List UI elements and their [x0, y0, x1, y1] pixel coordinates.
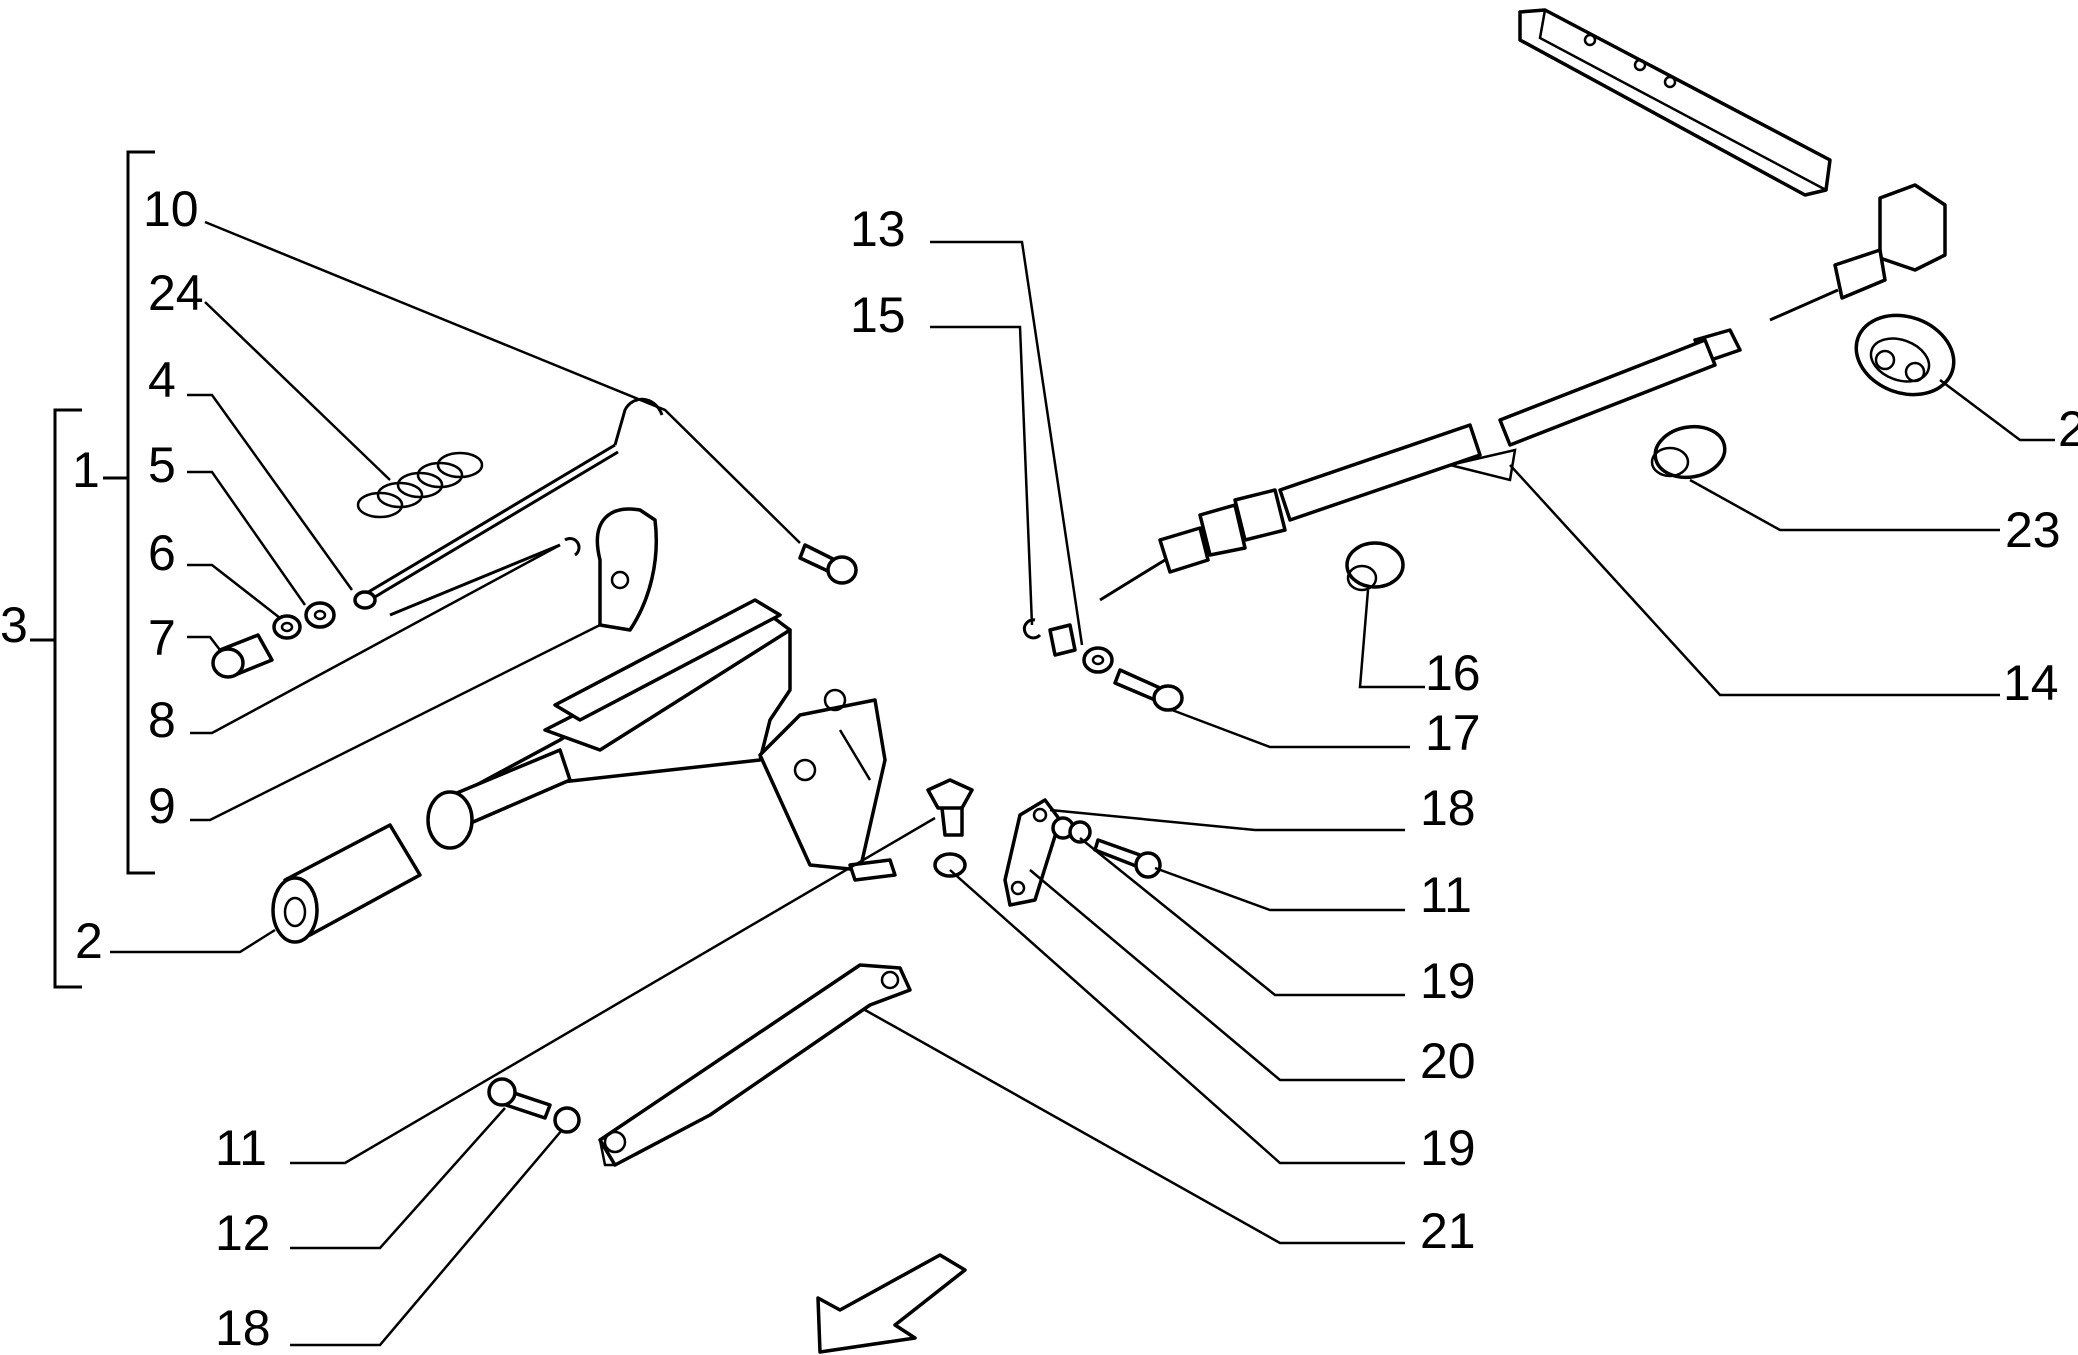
plate-21: [598, 963, 912, 1167]
callout-20: 20: [1420, 1033, 1476, 1089]
washer-6: [272, 614, 302, 640]
clip-15: [1022, 618, 1042, 640]
callout-15: 15: [850, 287, 906, 343]
callout-18b: 18: [215, 1300, 271, 1355]
callout-3: 3: [0, 597, 28, 653]
spring-24: [356, 451, 484, 519]
bracket-plate: [1518, 8, 1832, 197]
callout-11b: 11: [215, 1120, 267, 1176]
direction-arrow-icon: [816, 1253, 967, 1354]
callout-13: 13: [850, 201, 906, 257]
callout-17: 17: [1425, 705, 1481, 761]
callout-22: 22: [2058, 401, 2078, 457]
wire-8: [389, 537, 581, 617]
washer-upper: [933, 852, 967, 878]
bolt-11-upper: [926, 778, 974, 837]
callout-10: 10: [143, 181, 199, 237]
callout-24: 24: [148, 265, 204, 321]
leader-lines: [110, 220, 2055, 1347]
washer-lower: [553, 1106, 581, 1134]
callout-16: 16: [1425, 645, 1481, 701]
callout-9: 9: [148, 778, 176, 834]
callout-5: 5: [148, 437, 176, 493]
callout-19b: 19: [1420, 1120, 1476, 1176]
callout-18a: 18: [1420, 780, 1476, 836]
callout-21: 21: [1420, 1203, 1476, 1259]
brake-cable: [1048, 183, 1947, 657]
lever-9: [595, 507, 659, 632]
knob-7: [211, 633, 274, 679]
callout-6: 6: [148, 525, 176, 581]
handbrake-lever: [426, 598, 897, 882]
rod-4: [353, 397, 664, 610]
group-bracket-1: [103, 150, 155, 875]
callout-2: 2: [75, 913, 103, 969]
washer-13: [1082, 646, 1114, 674]
grommet-22: [1854, 313, 1956, 397]
callout-8: 8: [148, 692, 176, 748]
callout-12: 12: [215, 1205, 271, 1261]
grip-2: [271, 823, 422, 944]
callout-1: 1: [72, 442, 100, 498]
bolt-17: [1113, 668, 1184, 712]
callout-19a: 19: [1420, 953, 1476, 1009]
group-bracket-3: [30, 408, 82, 989]
callout-14: 14: [2003, 655, 2059, 711]
callout-4: 4: [148, 352, 176, 408]
washer-5: [304, 601, 336, 629]
bush-16: [1345, 541, 1405, 592]
callout-11a: 11: [1420, 867, 1472, 923]
bush-23: [1650, 424, 1727, 480]
callout-23: 23: [2005, 502, 2061, 558]
link-20: [1003, 798, 1162, 907]
bolt-12: [487, 1077, 552, 1120]
bolt-10: [798, 543, 858, 585]
callout-7: 7: [148, 610, 176, 666]
